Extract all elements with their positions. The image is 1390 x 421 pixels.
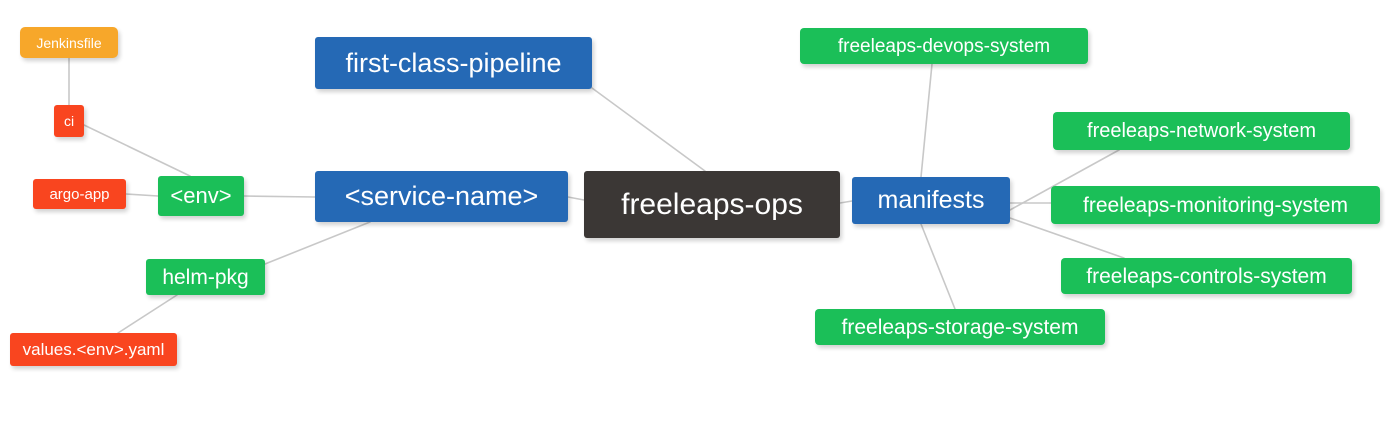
edge-helm-pkg-to-values-env-yaml <box>117 294 178 334</box>
node-label: freeleaps-storage-system <box>841 315 1079 339</box>
edge-freeleaps-ops-to-first-class-pipeline <box>591 87 706 172</box>
node-first-class-pipeline[interactable]: first-class-pipeline <box>315 37 592 89</box>
node-label: argo-app <box>49 185 110 203</box>
node-freeleaps-monitoring-system[interactable]: freeleaps-monitoring-system <box>1051 186 1380 224</box>
node-freeleaps-devops-system[interactable]: freeleaps-devops-system <box>800 28 1088 64</box>
edge-freeleaps-ops-to-service-name <box>567 196 585 201</box>
edge-freeleaps-ops-to-manifests <box>839 200 853 204</box>
node-freeleaps-storage-system[interactable]: freeleaps-storage-system <box>815 309 1105 345</box>
node-label: freeleaps-monitoring-system <box>1083 193 1348 217</box>
node-ci[interactable]: ci <box>54 105 84 137</box>
node-helm-pkg[interactable]: helm-pkg <box>146 259 265 295</box>
node-service-name[interactable]: <service-name> <box>315 171 568 222</box>
node-freeleaps-ops[interactable]: freeleaps-ops <box>584 171 840 238</box>
node-env[interactable]: <env> <box>158 176 244 216</box>
node-argo-app[interactable]: argo-app <box>33 179 126 209</box>
node-label: helm-pkg <box>162 265 249 289</box>
node-label: freeleaps-network-system <box>1087 120 1316 142</box>
node-label: freeleaps-ops <box>621 187 803 221</box>
node-label: <env> <box>170 183 232 208</box>
edge-manifests-to-freeleaps-storage-system <box>920 223 956 310</box>
edge-manifests-to-freeleaps-controls-system <box>1009 217 1125 259</box>
node-label: values.<env>.yaml <box>22 340 165 359</box>
edge-env-to-ci <box>83 124 191 177</box>
node-freeleaps-controls-system[interactable]: freeleaps-controls-system <box>1061 258 1352 294</box>
node-label: <service-name> <box>344 181 539 211</box>
node-label: manifests <box>877 186 985 214</box>
node-label: first-class-pipeline <box>345 47 562 78</box>
edge-manifests-to-freeleaps-devops-system <box>920 63 933 178</box>
node-label: freeleaps-controls-system <box>1086 264 1327 288</box>
edge-service-name-to-env <box>243 195 316 198</box>
edge-env-to-argo-app <box>125 193 159 197</box>
node-label: ci <box>63 113 75 129</box>
node-values-env-yaml[interactable]: values.<env>.yaml <box>10 333 177 366</box>
node-freeleaps-network-system[interactable]: freeleaps-network-system <box>1053 112 1350 150</box>
node-jenkinsfile[interactable]: Jenkinsfile <box>20 27 118 58</box>
edge-service-name-to-helm-pkg <box>264 221 371 265</box>
node-manifests[interactable]: manifests <box>852 177 1010 224</box>
node-label: freeleaps-devops-system <box>837 35 1051 57</box>
node-label: Jenkinsfile <box>36 34 102 51</box>
